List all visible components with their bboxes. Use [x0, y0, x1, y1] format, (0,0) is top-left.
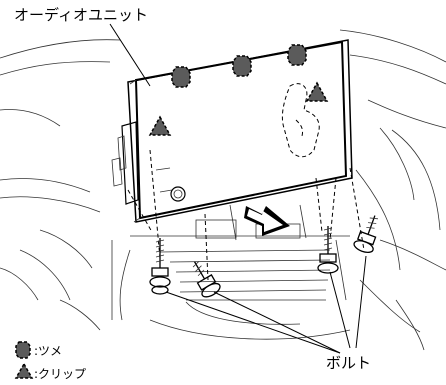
bolt-label: ボルト	[326, 354, 371, 372]
audio-unit-label: オーディオユニット	[14, 6, 148, 24]
bolt-4	[353, 215, 379, 254]
dashboard-background	[0, 29, 446, 351]
bolt-1	[149, 238, 171, 295]
bolts	[149, 215, 379, 298]
claw-marker	[171, 66, 191, 88]
bolt-2	[192, 261, 221, 298]
claw-markers	[171, 44, 307, 88]
clip-marker	[305, 81, 329, 102]
clip-markers	[148, 81, 329, 136]
audio-unit	[111, 39, 353, 223]
claw-legend-icon	[15, 341, 31, 359]
removal-arrow	[244, 206, 290, 236]
legend-claw-label: :ツメ	[34, 344, 62, 358]
claw-marker	[287, 44, 307, 66]
clip-marker	[148, 115, 172, 136]
leader-lines	[109, 23, 367, 354]
claw-marker	[232, 55, 252, 77]
legend-clip-label: :クリップ	[34, 367, 86, 381]
clip-legend-icon	[14, 362, 34, 379]
bolt-3	[317, 226, 339, 274]
legend: :ツメ :クリップ	[14, 341, 86, 381]
